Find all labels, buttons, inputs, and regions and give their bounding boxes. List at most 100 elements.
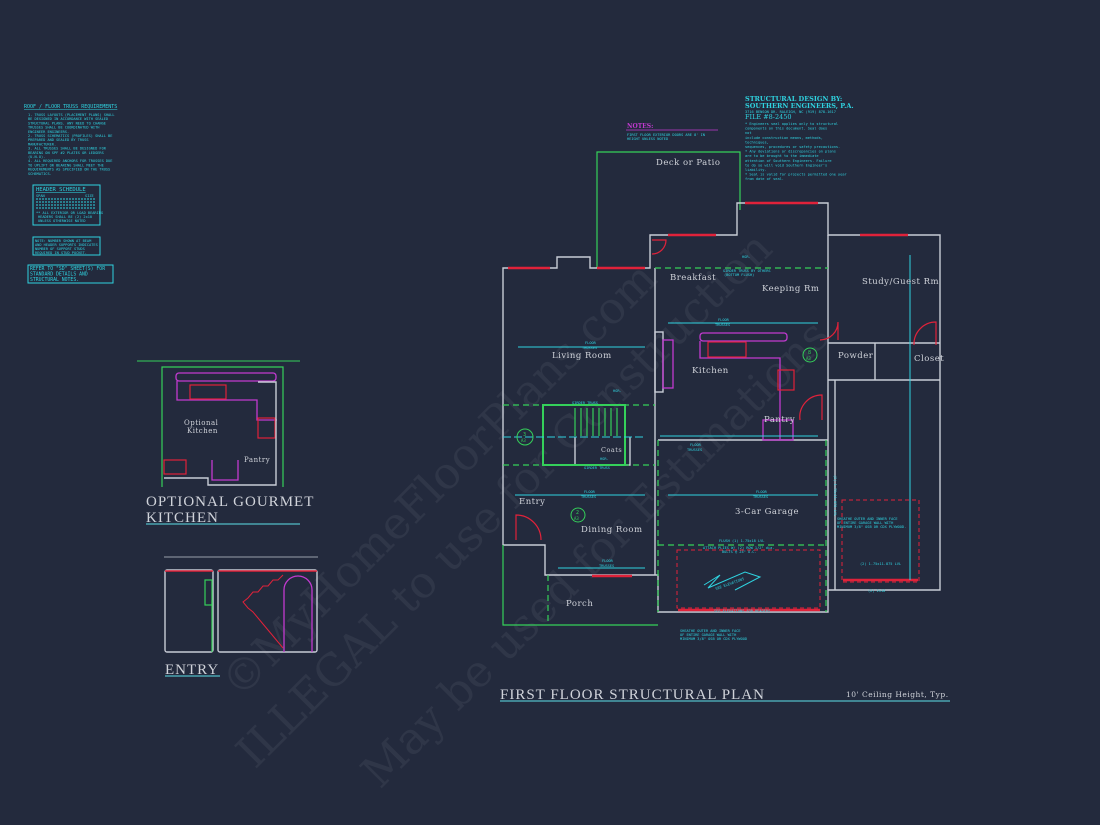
note-line: not — [745, 131, 752, 135]
svg-text:FLUSH (1) 1.75x18 LVL: FLUSH (1) 1.75x18 LVL — [719, 539, 764, 543]
svg-text:UNLESS OTHERWISE NOTED: UNLESS OTHERWISE NOTED — [38, 219, 86, 223]
svg-text:SHEATHE OUTER AND INNER FACE: SHEATHE OUTER AND INNER FACE — [837, 517, 898, 521]
svg-text:GIRDER TRUSS: GIRDER TRUSS — [572, 401, 598, 405]
optional-gourmet-kitchen-detail: Optional Kitchen Pantry OPTIONAL GOURMET… — [137, 360, 314, 526]
note-line: MANUFACTURER. — [28, 142, 56, 146]
svg-text:SEE ELEVATIONS FOR HEADERS: SEE ELEVATIONS FOR HEADERS — [714, 609, 770, 613]
svg-text:TRUSSES: TRUSSES — [582, 346, 597, 350]
svg-text:HGR.: HGR. — [613, 389, 622, 393]
svg-text:TRUSSES: TRUSSES — [581, 495, 596, 499]
svg-text:OF ENTIRE GARAGE WALL WITH: OF ENTIRE GARAGE WALL WITH — [680, 633, 736, 637]
stud-pocket-note: NOTE: NUMBER SHOWN AT BEAM AND HEADER SU… — [32, 236, 101, 256]
svg-text:FLOOR: FLOOR — [585, 341, 597, 345]
svg-text:NOTE: NUMBER SHOWN AT BEAM: NOTE: NUMBER SHOWN AT BEAM — [35, 239, 92, 243]
svg-text:STRUCTURAL NOTES.: STRUCTURAL NOTES. — [30, 277, 79, 283]
svg-text:NOTES:: NOTES: — [627, 123, 653, 130]
note-line: 2. TRUSS SCHEMATICS (PROFILES) SHALL BE — [28, 134, 112, 138]
svg-text:OF ENTIRE GARAGE WALL WITH: OF ENTIRE GARAGE WALL WITH — [837, 521, 893, 525]
svg-text:Breakfast: Breakfast — [670, 273, 716, 283]
svg-text:Keeping Rm: Keeping Rm — [762, 284, 819, 294]
svg-text:Dining Room: Dining Room — [581, 525, 643, 535]
svg-text:Pantry: Pantry — [764, 415, 795, 425]
sd-sheet-note: REFER TO "SD" SHEET(S) FOR STANDARD DETA… — [27, 264, 114, 284]
svg-text:HGR.: HGR. — [600, 457, 609, 461]
note-line: * Any deviations or discrepancies on pla… — [745, 150, 836, 154]
svg-text:FLOOR: FLOOR — [602, 559, 614, 563]
svg-text:A3: A3 — [806, 356, 811, 361]
note-line: SCHEMATICS. — [28, 172, 52, 176]
svg-text:3716 BENSON DR. RALEIGH, NC (9: 3716 BENSON DR. RALEIGH, NC (919) 878-16… — [745, 110, 836, 114]
svg-text:FIRST FLOOR EXTERIOR DOORS ARE: FIRST FLOOR EXTERIOR DOORS ARE 8' IN — [627, 133, 705, 137]
note-line: PREPARED AND SEALED BY TRUSS — [28, 138, 89, 142]
svg-text:3-Car Garage: 3-Car Garage — [735, 507, 799, 517]
svg-text:TRUSSES: TRUSSES — [599, 564, 614, 568]
svg-text:ATTACH PLIES W/ (2) ROW 1/2" d: ATTACH PLIES W/ (2) ROW 1/2" dia. — [703, 546, 774, 550]
first-floor-plan: Deck or Patio — [502, 151, 944, 641]
svg-text:REFER TO "SD" SHEET(S) FOR: REFER TO "SD" SHEET(S) FOR — [30, 266, 105, 272]
svg-text:Kitchen: Kitchen — [187, 427, 218, 435]
svg-text:©MyHomeFloorPlans.com: ©MyHomeFloorPlans.com — [212, 253, 667, 708]
svg-text:Optional: Optional — [184, 419, 219, 427]
svg-text:GIRDER TRUSS: GIRDER TRUSS — [584, 466, 610, 470]
svg-text:FLOOR: FLOOR — [756, 490, 768, 494]
svg-text:MINIMUM 3/8" OSB OR CDX PLYWOO: MINIMUM 3/8" OSB OR CDX PLYWOOD. — [837, 525, 906, 529]
svg-text:(BOTTOM FLUSH): (BOTTOM FLUSH) — [724, 273, 754, 277]
note-line: include construction means, methods, — [745, 136, 823, 140]
note-line: (U.N.O). — [28, 155, 45, 159]
svg-text:Closet: Closet — [914, 354, 944, 364]
svg-text:Pantry: Pantry — [244, 456, 270, 464]
svg-text:KITCHEN: KITCHEN — [146, 510, 219, 526]
note-line: TRUSSES SHALL BE COORDINATED WITH — [28, 126, 99, 130]
svg-text:OPTIONAL GOURMET: OPTIONAL GOURMET — [146, 494, 314, 510]
note-line: BE DESIGNED IN ACCORDANCE WITH SEALED — [28, 117, 108, 121]
note-line: * Seal is valid for projects permitted o… — [745, 173, 848, 177]
svg-text:(2) 2x10: (2) 2x10 — [868, 589, 885, 593]
svg-text:10' Ceiling Height, Typ.: 10' Ceiling Height, Typ. — [846, 690, 949, 699]
note-line: REQUIREMENTS AS SPECIFIED ON THE TRUSS — [28, 168, 110, 172]
svg-text:(2) 1.75x11.875 LVL: (2) 1.75x11.875 LVL — [833, 475, 837, 516]
engineer-stamp-block: STRUCTURAL DESIGN BY: SOUTHERN ENGINEERS… — [745, 95, 854, 181]
note-line: STRUCTURAL PLANS. ANY NEED TO CHANGE — [28, 121, 106, 125]
svg-text:SIZE: SIZE — [85, 194, 94, 198]
svg-text:Entry: Entry — [519, 497, 545, 507]
note-line: 1. TRUSS LAYOUTS (PLACEMENT PLANS) SHALL — [28, 113, 115, 117]
svg-text:FILE #8-2450: FILE #8-2450 — [745, 113, 792, 121]
plan-title-block: FIRST FLOOR STRUCTURAL PLAN 10' Ceiling … — [500, 687, 950, 703]
svg-text:2: 2 — [576, 510, 579, 516]
note-line: TO UPLIFT OR BEARING SHALL MEET THE — [28, 163, 104, 167]
svg-text:TRUSSES: TRUSSES — [753, 495, 768, 499]
svg-text:ENTRY: ENTRY — [165, 662, 219, 678]
svg-text:8: 8 — [808, 350, 811, 356]
svg-text:Coats: Coats — [601, 446, 622, 454]
svg-text:TRUSSES: TRUSSES — [687, 448, 702, 452]
note-line: liability. — [745, 168, 767, 172]
note-line: techniques, — [745, 140, 769, 144]
svg-text:ROOF / FLOOR TRUSS REQUIREMEN: ROOF / FLOOR TRUSS REQUIREMENTS — [24, 104, 117, 110]
note-line: are to be brought to the immediate — [745, 154, 819, 158]
svg-text:SPAN: SPAN — [36, 194, 45, 198]
svg-text:STRUCTURAL DESIGN BY:: STRUCTURAL DESIGN BY: — [745, 95, 842, 103]
note-line: ENGINEER ENGINEERS. — [28, 130, 69, 134]
svg-text:AND HEADER SUPPORTS INDICATES: AND HEADER SUPPORTS INDICATES — [35, 243, 98, 247]
svg-text:SHEATHE OUTER AND INNER FACE: SHEATHE OUTER AND INNER FACE — [680, 629, 741, 633]
truss-requirements-notes: ROOF / FLOOR TRUSS REQUIREMENTS 1. TRUSS… — [24, 104, 117, 176]
header-schedule: HEADER SCHEDULE SPAN SIZE ** ALL EXTERIO… — [32, 184, 103, 226]
svg-text:TRUSSES: TRUSSES — [715, 323, 730, 327]
svg-text:Kitchen: Kitchen — [692, 366, 729, 376]
svg-text:Powder: Powder — [838, 351, 874, 361]
svg-text:HEADER SCHEDULE: HEADER SCHEDULE — [36, 187, 86, 193]
svg-text:** ALL EXTERIOR OR LOAD BEARIN: ** ALL EXTERIOR OR LOAD BEARING — [36, 211, 103, 215]
svg-text:MINIMUM 3/8" OSB OR CDX PLYWOO: MINIMUM 3/8" OSB OR CDX PLYWOOD — [680, 637, 747, 641]
svg-text:A3: A3 — [574, 516, 579, 521]
svg-text:3: 3 — [523, 432, 526, 438]
svg-text:HEIGHT UNLESS NOTED: HEIGHT UNLESS NOTED — [627, 137, 668, 141]
svg-text:FLOOR: FLOOR — [690, 443, 702, 447]
svg-text:FIRST FLOOR STRUCTURAL PLAN: FIRST FLOOR STRUCTURAL PLAN — [500, 687, 765, 703]
svg-text:FLOOR: FLOOR — [584, 490, 596, 494]
entry-detail: ENTRY — [164, 556, 318, 678]
svg-text:SOUTHERN ENGINEERS, P.A.: SOUTHERN ENGINEERS, P.A. — [745, 102, 854, 110]
note-line: 3. ALL TRUSSES SHALL BE DESIGNED FOR — [28, 147, 107, 151]
notes-block: NOTES: FIRST FLOOR EXTERIOR DOORS ARE 8'… — [626, 123, 718, 141]
note-line: components on this document. Seal does — [745, 127, 827, 131]
note-line: from date of seal. — [745, 177, 784, 181]
